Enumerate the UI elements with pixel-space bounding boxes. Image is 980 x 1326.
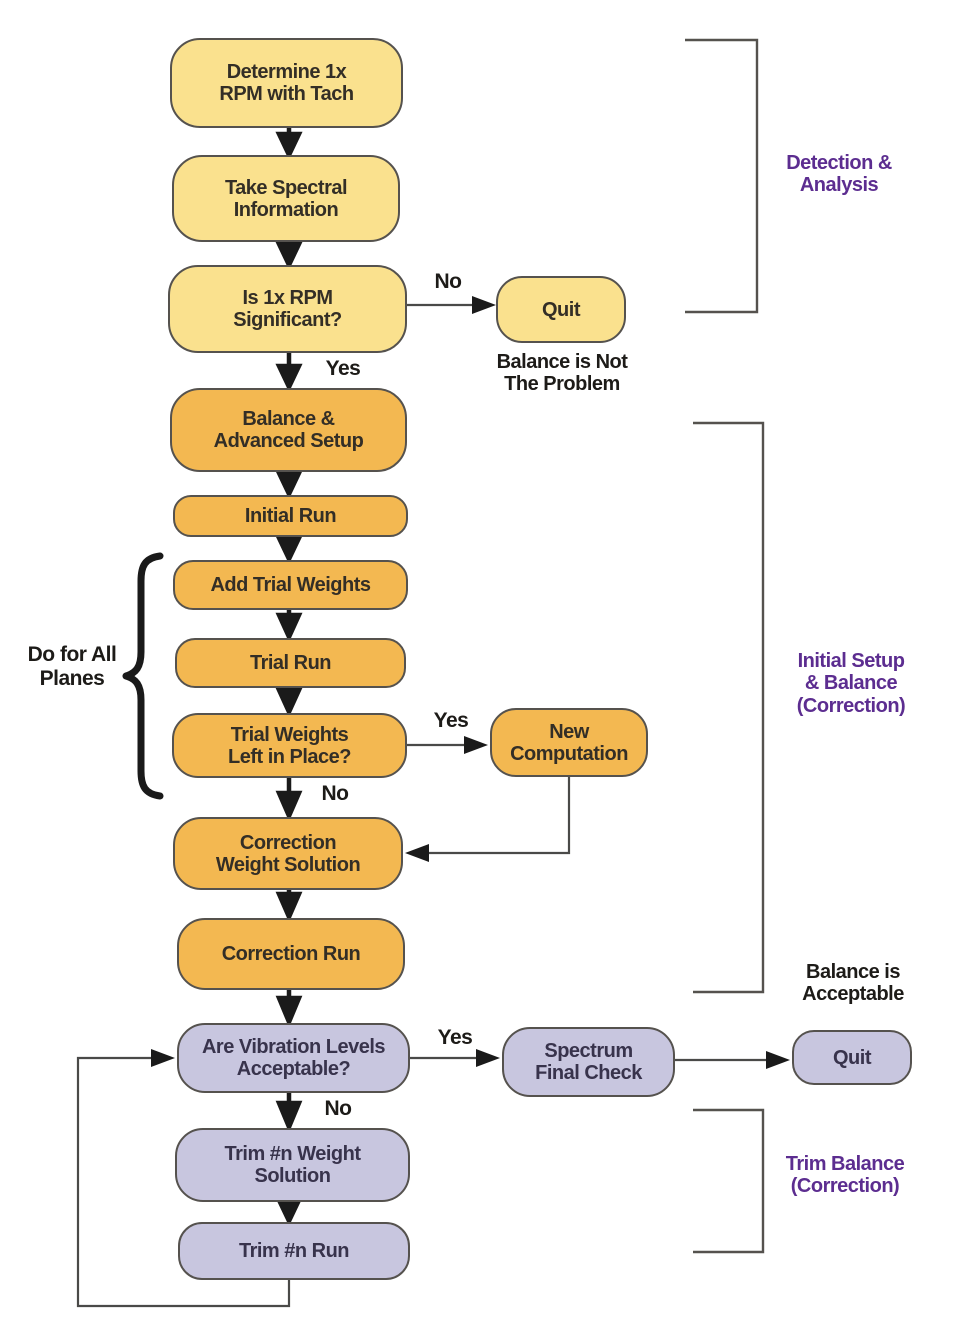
node-determine-rpm: Determine 1x RPM with Tach [170, 38, 403, 128]
branch-connectors [76, 296, 790, 1308]
section-label-initial-setup-balance: Initial Setup & Balance (Correction) [796, 650, 906, 717]
node-correction-weight-solution: Correction Weight Solution [173, 817, 403, 890]
edge-label-no-to-trimweight: No [324, 1097, 353, 1120]
node-correction-run: Correction Run [177, 918, 405, 990]
arrow-spectral-to-rpmsig [275, 241, 303, 271]
connector-rpmsig-no-quit [407, 296, 496, 314]
node-initial-run: Initial Run [173, 495, 408, 537]
arrow-balancesetup-to-initialrun [275, 470, 303, 500]
node-balance-advanced-setup: Balance & Advanced Setup [170, 388, 407, 472]
arrow-trimweight-to-trimrun [275, 1197, 303, 1227]
connector-spectrum-to-quit [675, 1051, 790, 1069]
arrow-addtrial-to-trialrun [275, 610, 303, 643]
node-quit-balance-acceptable: Quit [792, 1030, 912, 1085]
node-add-trial-weights: Add Trial Weights [173, 560, 408, 610]
node-vibration-levels-acceptable: Are Vibration Levels Acceptable? [177, 1023, 410, 1093]
node-new-computation: New Computation [490, 708, 648, 777]
connector-newcomp-to-corrweight [405, 777, 571, 862]
node-trim-weight-solution: Trim #n Weight Solution [175, 1128, 410, 1202]
flow-arrows-down [275, 128, 303, 1227]
node-trial-weights-left: Trial Weights Left in Place? [172, 713, 407, 778]
connector-vib-yes-spectrum [410, 1049, 500, 1067]
edge-label-yes-to-balance: Yes [325, 357, 361, 380]
node-trim-run: Trim #n Run [178, 1222, 410, 1280]
node-spectrum-final-check: Spectrum Final Check [502, 1027, 675, 1097]
arrow-corrrun-to-vib [275, 990, 303, 1028]
do-for-all-planes-brace [122, 552, 164, 800]
arrow-trialrun-to-trialweights [275, 687, 303, 718]
annotation-do-for-all-planes: Do for All Planes [27, 643, 117, 690]
section-label-detection-analysis: Detection & Analysis [786, 152, 892, 197]
bracket-trim-balance [693, 1108, 765, 1254]
arrow-rpmsig-to-balancesetup [275, 353, 303, 393]
arrow-corrweight-to-corrrun [275, 890, 303, 923]
bracket-initial-setup [693, 421, 765, 994]
edge-label-no-to-quit: No [434, 270, 463, 293]
edge-label-yes-to-newcomp: Yes [433, 709, 469, 732]
node-is-rpm-significant: Is 1x RPM Significant? [168, 265, 407, 353]
arrow-determine-to-spectral [275, 128, 303, 161]
node-trial-run: Trial Run [175, 638, 406, 688]
node-take-spectral: Take Spectral Information [172, 155, 400, 242]
annotation-balance-not-problem: Balance is Not The Problem [496, 351, 628, 396]
edge-label-yes-to-spectrum: Yes [437, 1026, 473, 1049]
arrow-trialweights-to-corrweight [275, 778, 303, 822]
node-quit-not-problem: Quit [496, 276, 626, 343]
arrow-initialrun-to-addtrial [275, 535, 303, 565]
connector-trimrun-loop-to-vib [76, 1049, 291, 1308]
section-label-trim-balance: Trim Balance (Correction) [785, 1153, 905, 1198]
section-brackets [685, 38, 765, 1254]
edge-label-no-to-corrweight: No [321, 782, 350, 805]
annotation-balance-acceptable: Balance is Acceptable [802, 961, 904, 1006]
arrow-vib-to-trimweight [275, 1093, 303, 1133]
connector-trialweights-yes-newcomp [407, 736, 488, 754]
bracket-detection-analysis [685, 38, 759, 314]
